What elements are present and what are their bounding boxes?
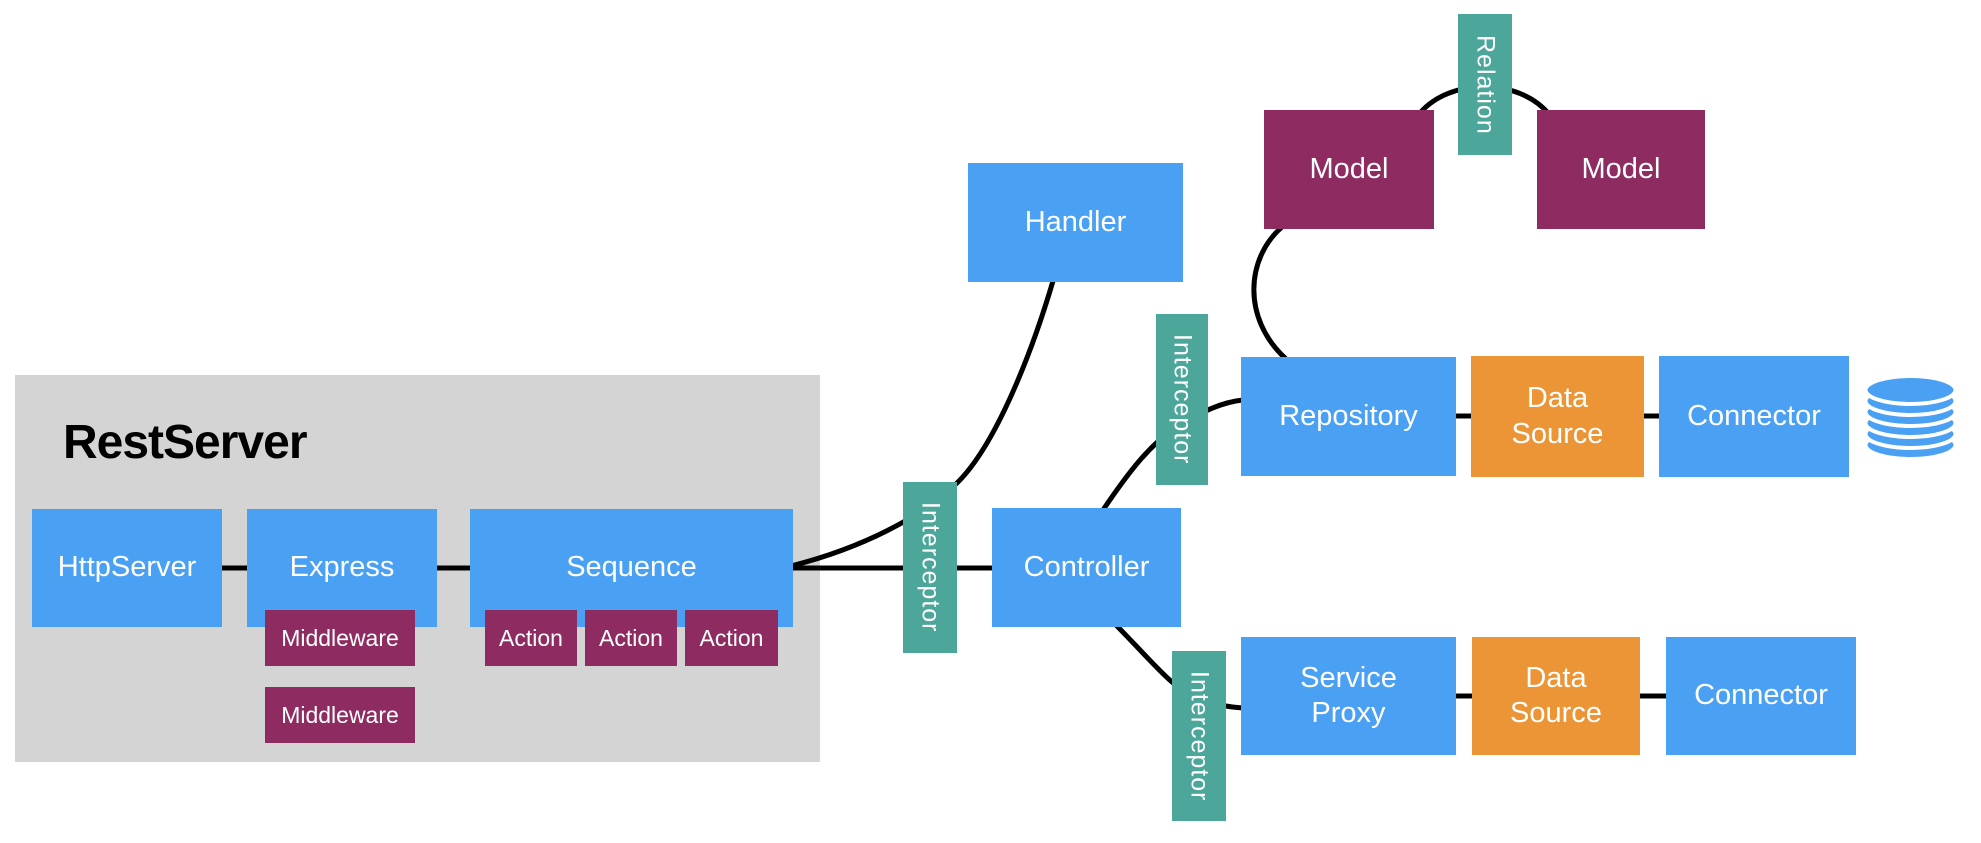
sequence-node: Sequence [470,509,793,627]
model-node: Model [1537,110,1705,229]
controller-node: Controller [992,508,1181,627]
service-proxy-node: Service Proxy [1241,637,1456,755]
httpserver-node: HttpServer [32,509,222,627]
repository-node: Repository [1241,357,1456,476]
middleware-node: Middleware [265,610,415,666]
connector-node: Connector [1666,637,1856,755]
model-node: Model [1264,110,1434,229]
relation-node: Relation [1458,14,1512,155]
connector-node: Connector [1659,356,1849,477]
edge-model-repository [1251,224,1288,361]
edge-sequence-handler [788,278,1056,569]
express-node: Express [247,509,437,627]
data-source-node: Data Source [1471,356,1644,477]
action-node: Action [585,610,677,666]
interceptor-node: Interceptor [1156,314,1208,485]
action-node: Action [685,610,778,666]
action-node: Action [485,610,577,666]
rest-server-title: RestServer [63,416,307,469]
data-source-node: Data Source [1472,637,1640,755]
handler-node: Handler [968,163,1183,282]
middleware-node: Middleware [265,687,415,743]
interceptor-node: Interceptor [903,482,957,653]
database-cylinder-icon [1863,374,1958,461]
interceptor-node: Interceptor [1172,651,1226,821]
